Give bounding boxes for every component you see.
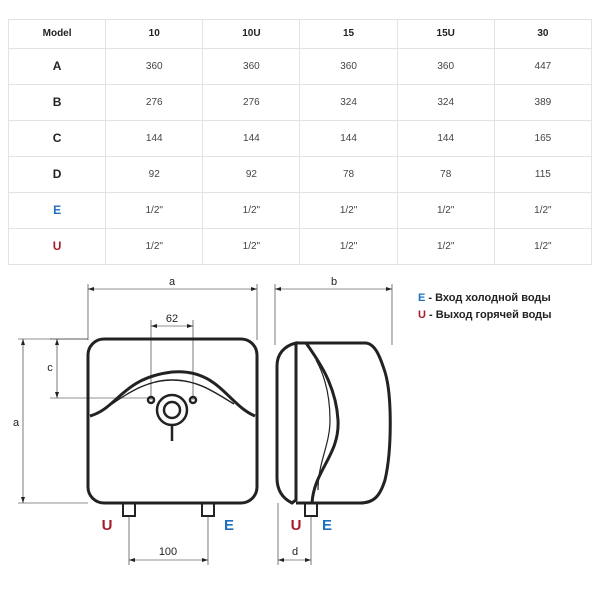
header-cell-15: 15 — [299, 19, 398, 49]
dim-62-label: 62 — [166, 313, 178, 325]
table-cell: 276 — [105, 83, 204, 121]
table-cell: 1/2" — [299, 227, 398, 266]
legend-letter-u: U — [418, 309, 426, 321]
port-e-side-label: E — [322, 517, 332, 534]
table-cell: 144 — [105, 119, 204, 157]
table-cell: 78 — [396, 155, 495, 193]
side-view — [274, 284, 393, 565]
table-cell: 1/2" — [396, 227, 495, 266]
table-cell: 1/2" — [202, 227, 301, 266]
table-cell: 144 — [396, 119, 495, 157]
row-label: A — [7, 47, 107, 85]
table-row: D 92 92 78 78 115 — [7, 155, 593, 193]
header-cell-30: 30 — [493, 19, 593, 49]
table-cell: 360 — [202, 47, 301, 85]
table-cell: 115 — [493, 155, 593, 193]
table-cell: 324 — [396, 83, 495, 121]
table-cell: 92 — [105, 155, 204, 193]
dimensions-table: Model 10 10U 15 15U 30 A 360 360 360 360… — [7, 19, 593, 266]
table-cell: 1/2" — [396, 191, 495, 229]
table-cell: 165 — [493, 119, 593, 157]
legend-text-e: - Вход холодной воды — [425, 292, 551, 304]
table-row: E 1/2" 1/2" 1/2" 1/2" 1/2" — [7, 191, 593, 229]
table-cell: 92 — [202, 155, 301, 193]
port-u-front-label: U — [102, 517, 113, 534]
table-cell: 1/2" — [105, 227, 204, 266]
header-cell-10u: 10U — [202, 19, 301, 49]
table-cell: 1/2" — [493, 227, 593, 266]
table-header-row: Model 10 10U 15 15U 30 — [7, 19, 593, 49]
legend: E - Вход холодной воды U - Выход горячей… — [418, 290, 552, 324]
table-cell: 1/2" — [493, 191, 593, 229]
dim-b-label: b — [331, 276, 337, 288]
table-cell: 360 — [105, 47, 204, 85]
row-label: D — [7, 155, 107, 193]
legend-letter-e: E — [418, 292, 426, 304]
table-cell: 276 — [202, 83, 301, 121]
table-cell: 1/2" — [299, 191, 398, 229]
table-row: C 144 144 144 144 165 — [7, 119, 593, 157]
table-cell: 324 — [299, 83, 398, 121]
header-cell-15u: 15U — [396, 19, 495, 49]
table-cell: 389 — [493, 83, 593, 121]
table-row: U 1/2" 1/2" 1/2" 1/2" 1/2" — [7, 227, 593, 266]
dim-d-label: d — [292, 546, 298, 558]
heater-drawing: a a c 62 100 U E b d U E — [13, 276, 393, 565]
dim-100-label: 100 — [159, 546, 177, 558]
table-cell: 144 — [202, 119, 301, 157]
header-cell-10: 10 — [105, 19, 204, 49]
port-e-front-label: E — [224, 517, 234, 534]
row-label: B — [7, 83, 107, 121]
legend-item-cold: E - Вход холодной воды — [418, 290, 552, 307]
port-u-side-label: U — [291, 517, 302, 534]
legend-item-hot: U - Выход горячей воды — [418, 307, 552, 324]
dim-a-side-label: a — [13, 417, 20, 429]
table-cell: 1/2" — [105, 191, 204, 229]
table-cell: 144 — [299, 119, 398, 157]
dim-a-top-label: a — [169, 276, 176, 288]
row-label: U — [7, 227, 107, 266]
front-view — [18, 284, 259, 565]
dim-c-label: c — [47, 362, 53, 374]
table-cell: 447 — [493, 47, 593, 85]
table-cell: 1/2" — [202, 191, 301, 229]
row-label: C — [7, 119, 107, 157]
table-cell: 360 — [299, 47, 398, 85]
legend-text-u: - Выход горячей воды — [425, 309, 552, 321]
table-cell: 78 — [299, 155, 398, 193]
table-cell: 360 — [396, 47, 495, 85]
row-label: E — [7, 191, 107, 229]
header-cell-model: Model — [7, 19, 107, 49]
table-row: B 276 276 324 324 389 — [7, 83, 593, 121]
table-row: A 360 360 360 360 447 — [7, 47, 593, 85]
